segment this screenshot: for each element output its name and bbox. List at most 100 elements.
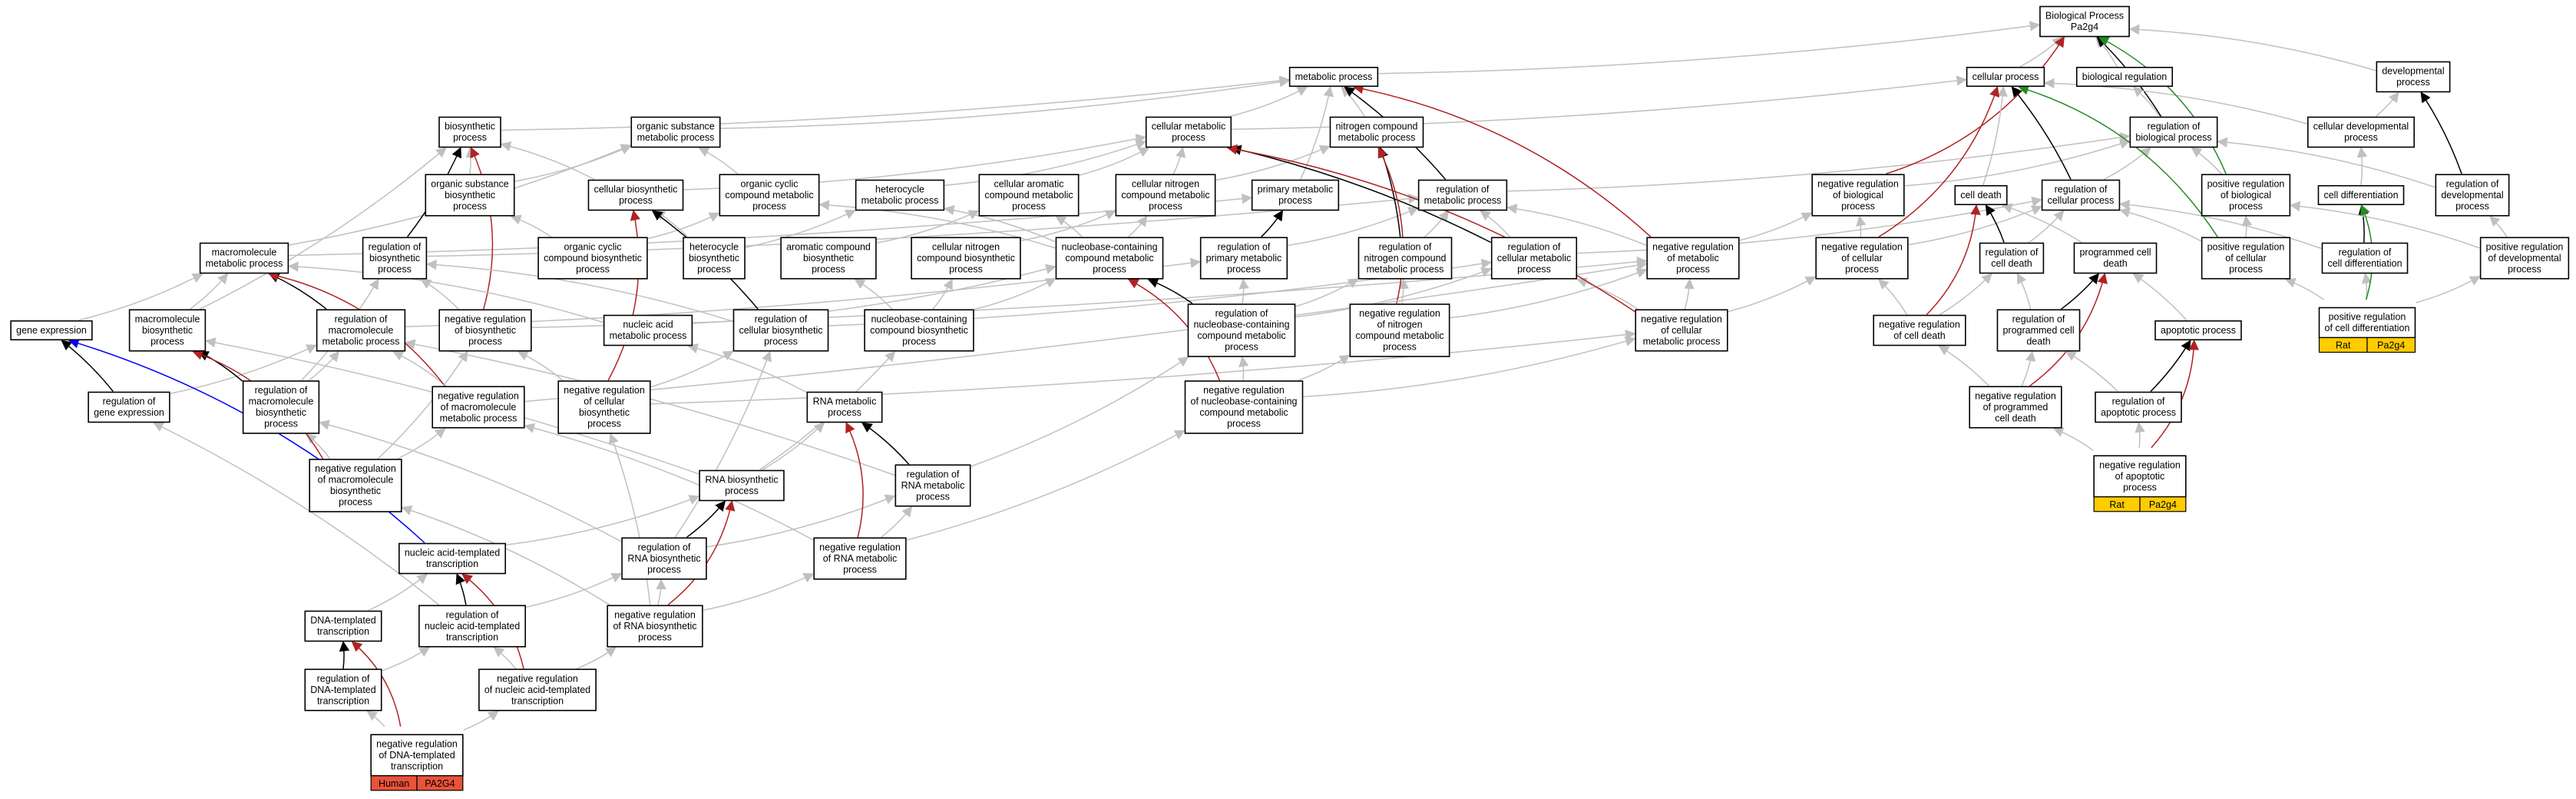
term-box[interactable] [1646,237,1740,280]
term-box[interactable] [2317,184,2405,206]
term-box[interactable] [304,668,382,711]
term-box[interactable] [1969,386,2062,429]
term-box[interactable] [557,380,651,434]
term-box[interactable] [683,237,746,280]
term-box[interactable] [438,116,501,148]
term-node-reg-macromolecule-biosynthetic[interactable]: regulation ofmacromoleculebiosyntheticpr… [242,380,320,434]
term-box[interactable] [2039,5,2130,38]
term-box[interactable] [2073,242,2158,274]
term-box[interactable] [1635,309,1728,352]
term-box[interactable] [864,309,974,352]
term-box[interactable] [309,459,402,512]
term-box[interactable] [2201,174,2291,217]
term-box[interactable] [2095,391,2182,423]
term-box[interactable] [2479,237,2570,280]
term-box[interactable] [537,237,648,280]
term-box[interactable] [2041,179,2121,211]
term-box[interactable] [1115,174,1216,217]
term-box[interactable] [432,386,525,429]
term-box[interactable] [478,668,597,711]
term-box[interactable] [2321,242,2409,274]
term-box[interactable] [1187,303,1296,357]
term-box[interactable] [2129,116,2218,148]
term-box[interactable] [1954,184,2008,206]
term-box[interactable] [719,174,820,217]
term-box[interactable] [398,542,506,575]
term-box[interactable] [587,179,684,211]
term-box[interactable] [1329,116,1424,148]
term-box[interactable] [362,237,428,280]
term-box[interactable] [1349,303,1450,357]
term-box[interactable] [1417,179,1508,211]
term-box[interactable] [418,605,526,648]
term-box[interactable] [242,380,320,434]
term-box[interactable] [2075,66,2174,88]
term-box[interactable] [855,179,945,211]
term-box[interactable] [2376,61,2451,93]
term-box[interactable] [1055,237,1164,280]
term-box[interactable] [199,242,289,274]
term-box[interactable] [1979,242,2045,274]
term-box[interactable] [2318,307,2416,339]
term-box[interactable] [2435,174,2510,217]
term-box[interactable] [603,314,693,346]
term-node-cell-differentiation[interactable]: cell differentiation [2317,184,2405,206]
term-box[interactable] [1811,174,1905,217]
term-box[interactable] [1966,66,2045,88]
term-node-reg-nucleobase-metabolic[interactable]: regulation ofnucleobase-containingcompou… [1187,303,1296,357]
term-box[interactable] [621,537,707,580]
term-box[interactable] [1490,237,1578,280]
term-node-metabolic-process[interactable]: metabolic process [1288,66,1379,88]
term-box[interactable] [1251,179,1340,211]
term-box[interactable] [1815,237,1909,280]
term-box[interactable] [10,320,93,341]
term-box[interactable] [1145,116,1232,148]
term-box[interactable] [316,309,406,352]
term-node-cellular-process[interactable]: cellular process [1966,66,2045,88]
term-node-gene-expression[interactable]: gene expression [10,320,93,341]
term-box[interactable] [425,174,515,217]
